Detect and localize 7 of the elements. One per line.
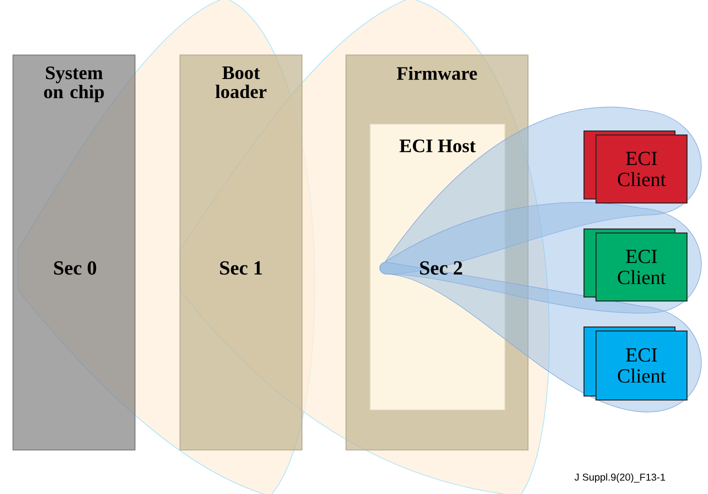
client-box: ECI Client <box>584 326 688 400</box>
client-box: ECI Client <box>584 228 688 302</box>
figure-id: J Suppl.9(20)_F13-1 <box>574 473 666 483</box>
domain-label: Sec 2 <box>420 261 462 275</box>
domain-label: Sec 1 <box>220 261 262 275</box>
domain-label: Sec 0 <box>54 261 96 275</box>
client-box: ECI Client <box>584 130 688 204</box>
